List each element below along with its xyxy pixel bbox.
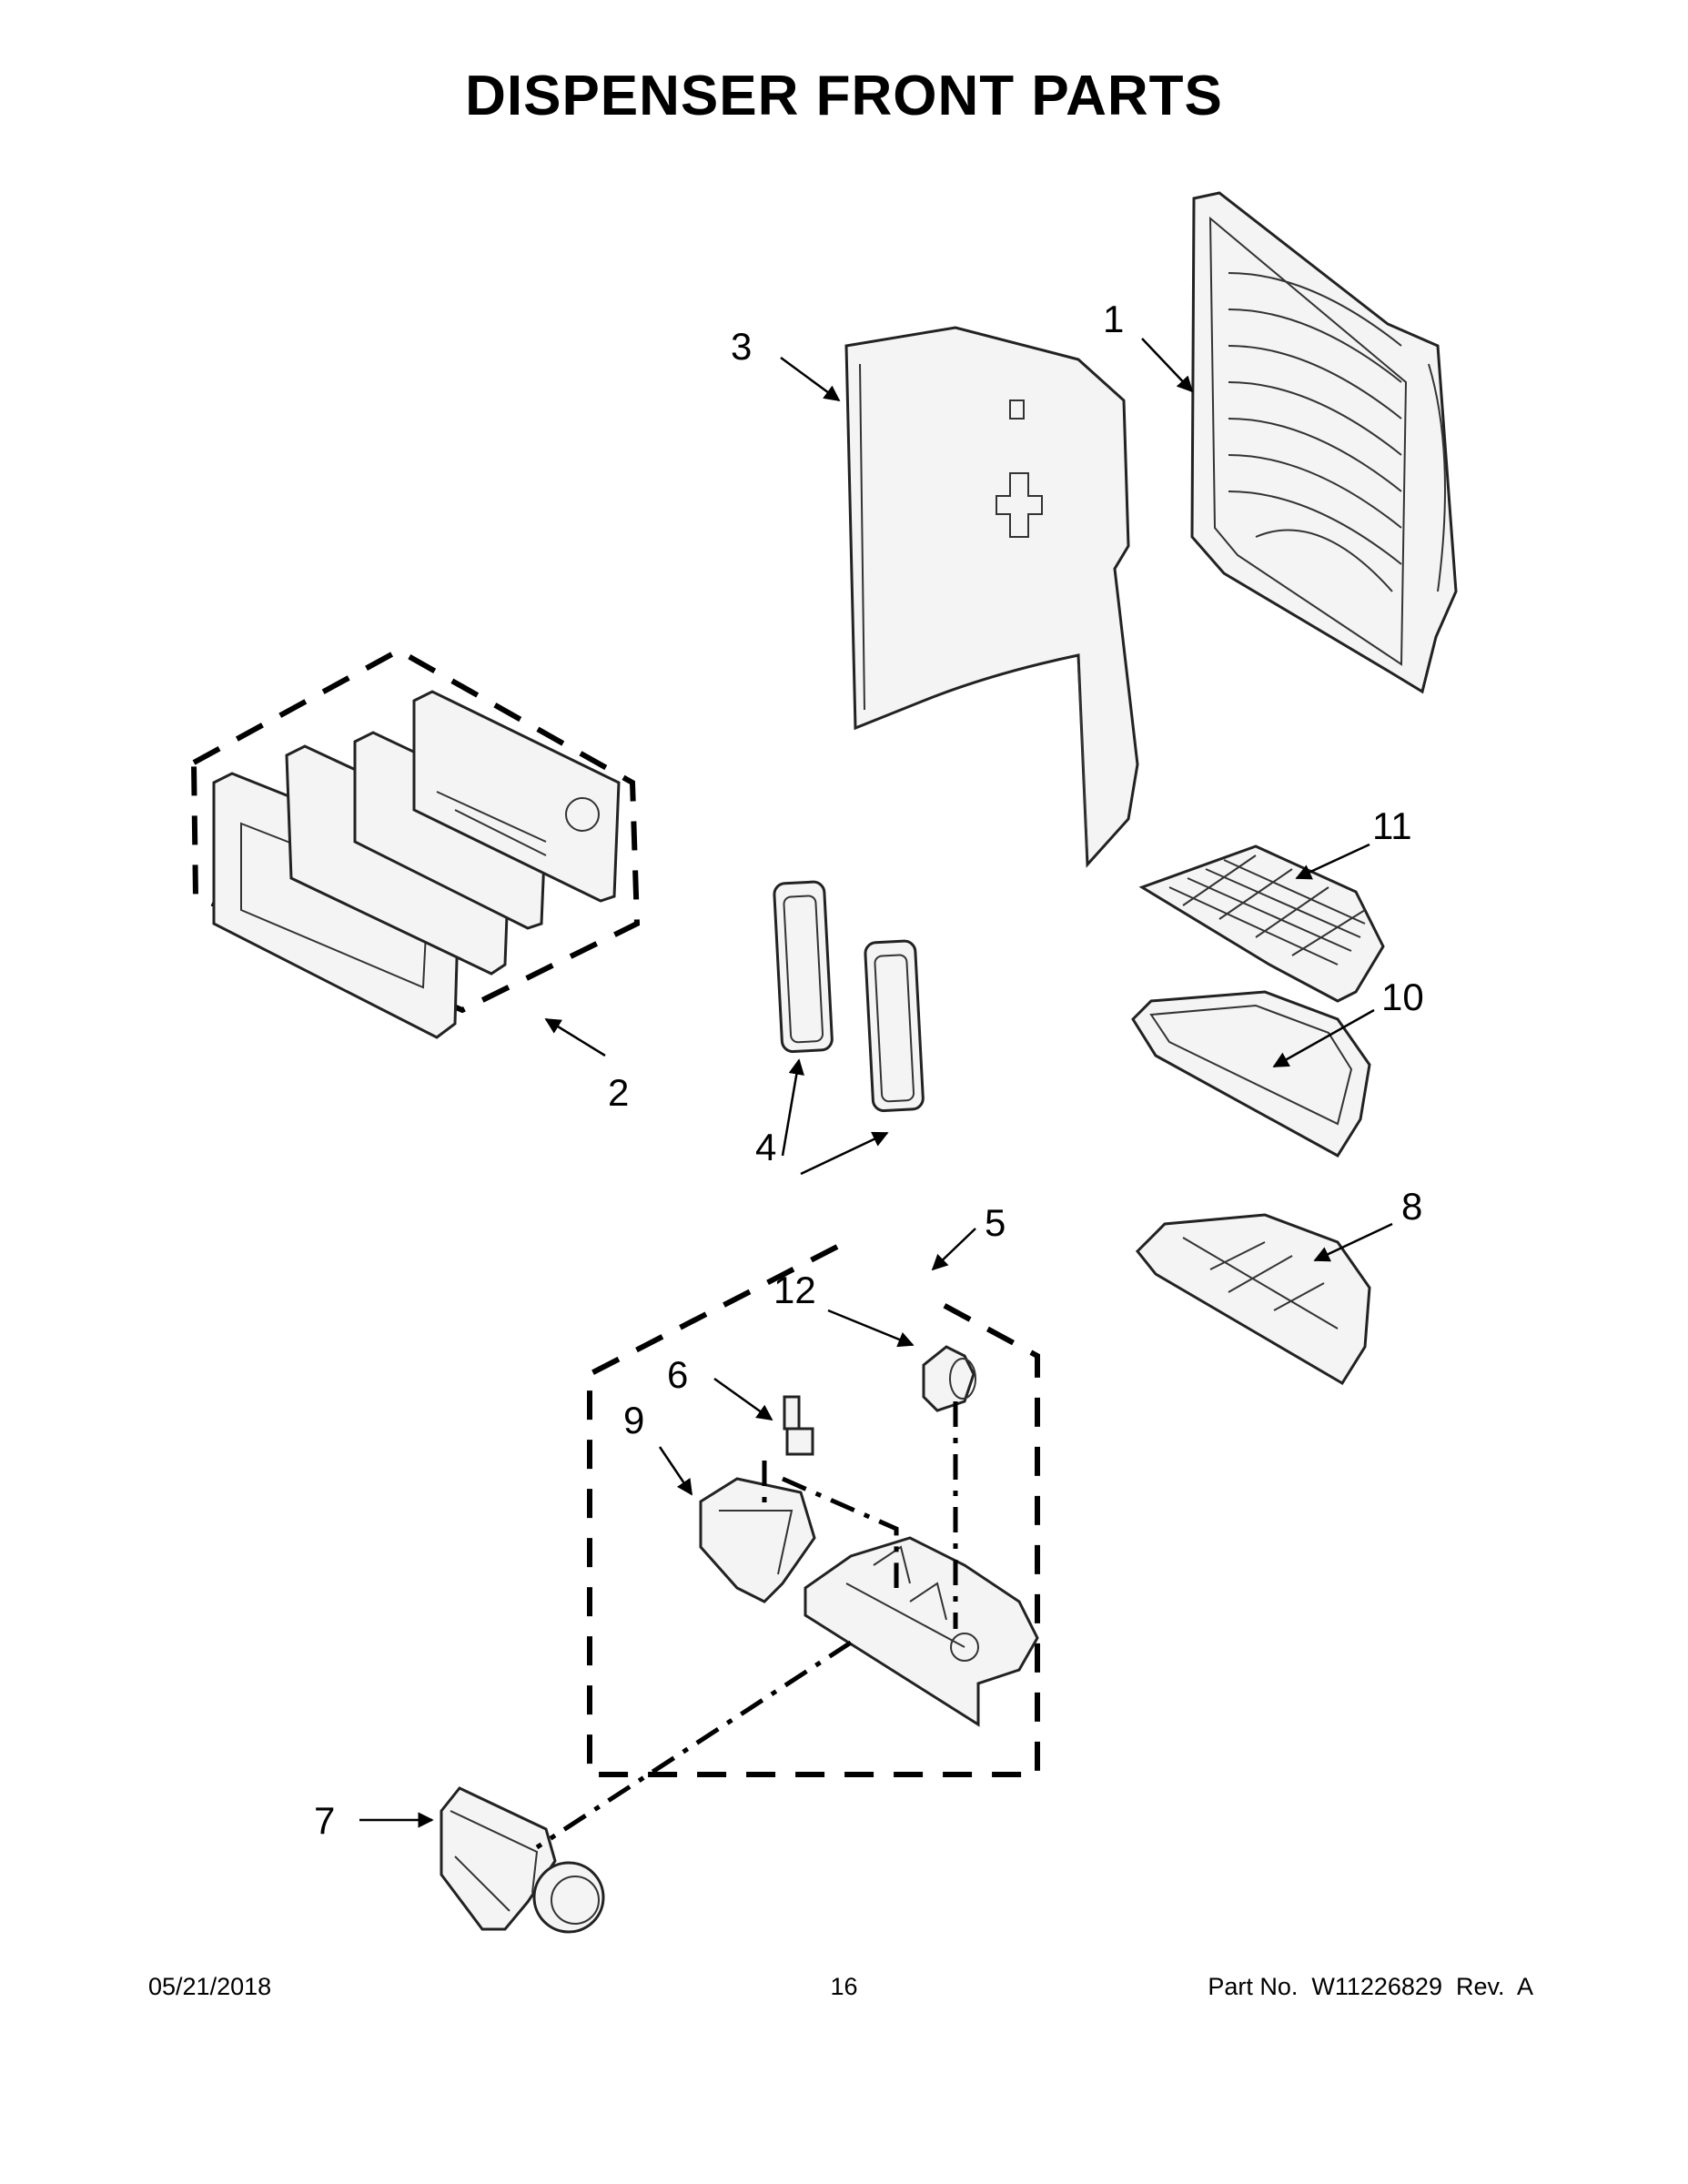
part-4-trim-pieces — [773, 880, 925, 1113]
part-5-dispenser-base — [804, 1536, 1039, 1727]
part-9-ice-chute — [699, 1477, 816, 1603]
callout-8: 8 — [1401, 1185, 1422, 1228]
part-1-dispenser-housing — [1190, 191, 1458, 694]
callout-7: 7 — [314, 1799, 335, 1842]
callout-11: 11 — [1372, 804, 1412, 847]
part-6-switch — [783, 1395, 814, 1456]
callout-2: 2 — [608, 1071, 629, 1114]
footer-page-number: 16 — [830, 1973, 858, 2000]
page-title: DISPENSER FRONT PARTS — [465, 65, 1223, 127]
footer-part-number: Part No. W11226829 Rev. A — [1208, 1973, 1533, 2000]
part-7-actuator-module — [440, 1786, 605, 1934]
callout-arrows — [359, 338, 1393, 1828]
callout-3: 3 — [731, 325, 752, 368]
footer-date: 05/21/2018 — [148, 1973, 272, 2000]
part-5-dispenser-kit — [587, 1244, 1040, 1777]
part-12-motor — [922, 1345, 976, 1412]
part-8-tray-base — [1135, 1213, 1371, 1386]
callout-10: 10 — [1381, 976, 1424, 1018]
callout-5: 5 — [985, 1201, 1006, 1244]
assembly-lines — [535, 1401, 958, 1850]
callout-6: 6 — [667, 1353, 688, 1396]
callout-9: 9 — [623, 1399, 644, 1441]
callout-1: 1 — [1103, 298, 1124, 340]
callout-4: 4 — [755, 1126, 776, 1168]
part-10-drip-tray — [1131, 990, 1371, 1158]
part-3-dispenser-liner — [844, 326, 1139, 868]
callout-12: 12 — [773, 1269, 816, 1311]
part-2-control-panel-assembly — [190, 647, 641, 1039]
part-11-drip-grille — [1138, 844, 1385, 1003]
